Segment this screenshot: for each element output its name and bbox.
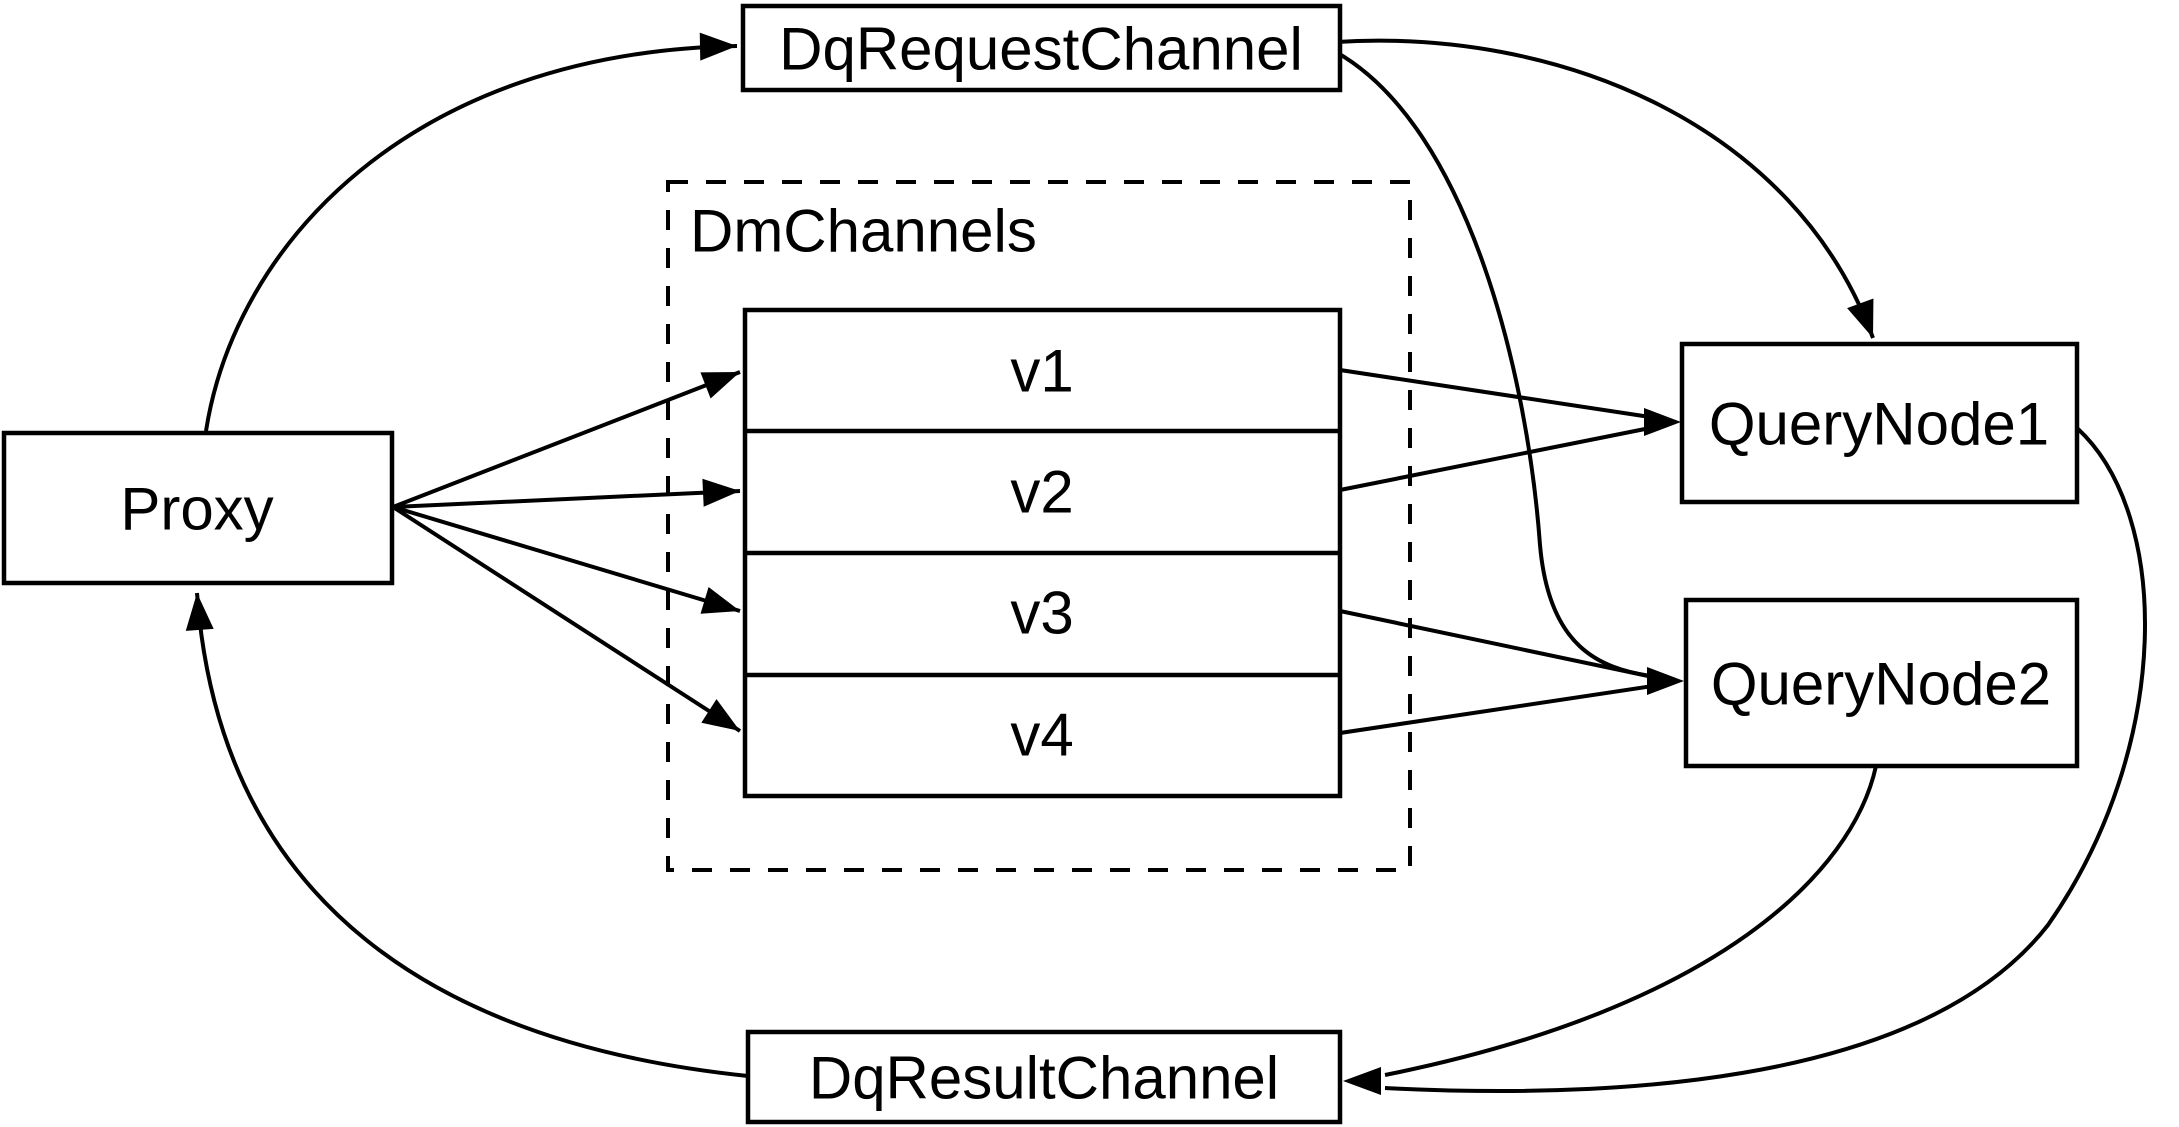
dm-channels-label: DmChannels: [690, 198, 1037, 265]
dm-channels-container: [666, 180, 1412, 872]
channel-row-v4: v4: [1010, 702, 1073, 769]
edge-dq-request-channel-to-query-node-2: [1335, 50, 1651, 678]
node-proxy: Proxy: [1, 430, 395, 586]
query-node-2-box: [1683, 597, 2080, 769]
edge-query-node-1-to-dq-result-channel: [1384, 426, 2147, 1094]
channel-row-v2: v2: [1010, 459, 1073, 526]
edge-v1-to-query-node-1: [1339, 368, 1651, 419]
dq-result-channel-box: [745, 1029, 1343, 1125]
dm-channels-group: DmChannels v1 v2 v3 v4: [666, 180, 1412, 872]
dq-request-channel-label: DqRequestChannel: [779, 16, 1303, 83]
edge-query-node-2-to-dq-result-channel: [1384, 765, 1878, 1077]
query-node-2-label: QueryNode2: [1711, 651, 2051, 718]
proxy-box: [1, 430, 395, 586]
edge-v3-to-query-node-2: [1339, 609, 1654, 679]
node-query-node-1: QueryNode1: [1679, 341, 2080, 505]
node-dq-request-channel: DqRequestChannel: [740, 3, 1343, 93]
edge-v4-to-query-node-2: [1339, 684, 1654, 735]
edge-proxy-to-v1: [392, 370, 741, 509]
query-node-1-box: [1679, 341, 2080, 505]
channel-row-v3: v3: [1010, 580, 1073, 647]
edge-proxy-to-v3: [392, 505, 741, 614]
dq-result-channel-label: DqResultChannel: [809, 1045, 1279, 1112]
edge-v2-to-query-node-1: [1339, 426, 1651, 492]
node-dq-result-channel: DqResultChannel: [745, 1029, 1343, 1125]
query-node-1-label: QueryNode1: [1709, 391, 2049, 458]
edge-dq-result-channel-to-proxy: [185, 592, 749, 1078]
channel-row-v1: v1: [1010, 338, 1073, 405]
edge-proxy-to-dq-request-channel: [204, 32, 738, 432]
node-query-node-2: QueryNode2: [1683, 597, 2080, 769]
edge-proxy-to-v4: [391, 505, 742, 733]
dq-request-channel-box: [740, 3, 1343, 93]
edge-dq-request-channel-to-query-node-1: [1335, 38, 1875, 339]
edge-proxy-to-v2: [392, 478, 741, 509]
arrowhead-into-dq-result-channel: [1343, 1067, 1381, 1095]
arrowhead-into-query-node-2: [1647, 667, 1684, 695]
proxy-label: Proxy: [120, 476, 273, 543]
arrowhead-into-query-node-1: [1644, 408, 1681, 436]
